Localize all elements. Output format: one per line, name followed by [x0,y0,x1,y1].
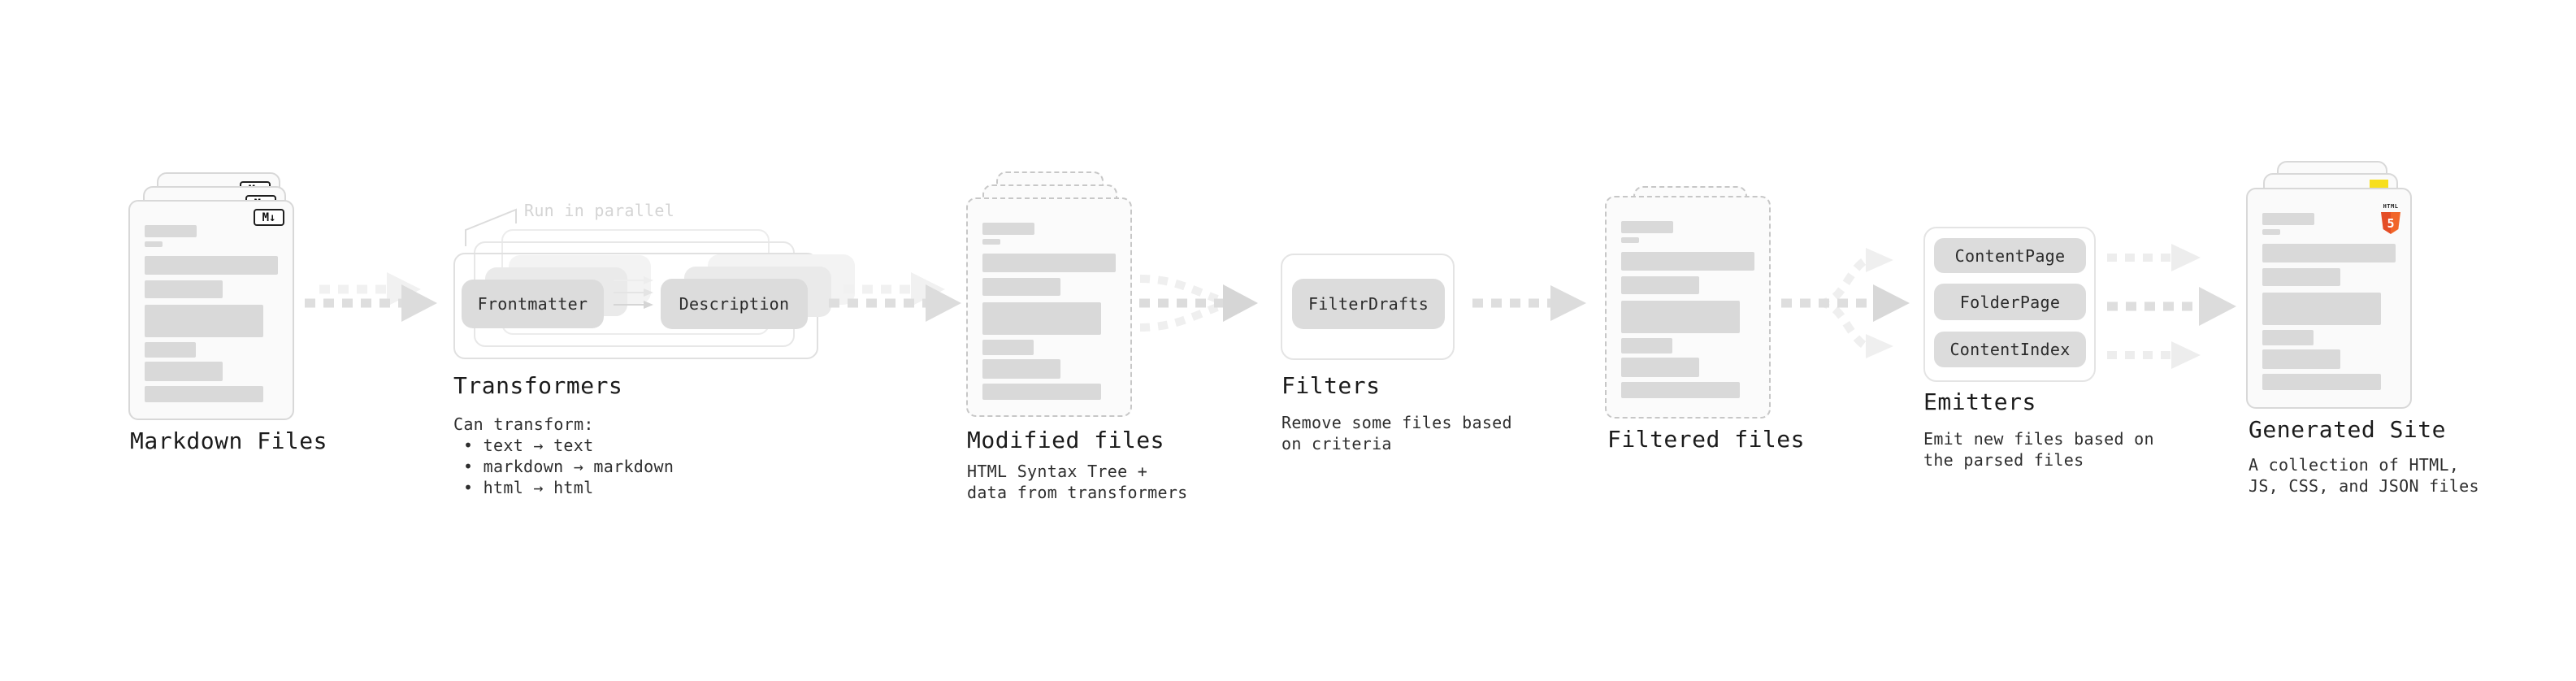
doc-text-line [2262,268,2340,286]
doc-text-line [982,384,1101,400]
arrow-markdown-to-transformers-icon [305,272,437,322]
doc-text-line [145,362,223,381]
filtered-files-label: Filtered files [1607,426,1806,453]
generated-site-stack: CSS HTML 5 [2246,161,2412,409]
modified-desc-line: HTML Syntax Tree + [967,462,1148,481]
parallel-arrow-icon [614,288,653,297]
transformers-bullet: • markdown → markdown [463,457,674,476]
markdown-icon: M↓ [254,209,284,226]
markdown-file-card-front: M↓ [128,200,294,420]
doc-text-line [1621,221,1673,233]
transformers-bullet: • html → html [463,478,594,497]
arrow-modified-to-filters-icon [1139,275,1258,332]
filters-desc-line: on criteria [1281,434,1392,453]
doc-text-line [1621,301,1740,333]
site-desc-line: A collection of HTML, [2249,455,2460,475]
transformers-bullet: • text → text [463,436,594,455]
doc-text-line [145,386,263,402]
doc-text-line [982,278,1060,296]
doc-text-line [145,305,263,337]
doc-text-line [1621,382,1740,398]
doc-text-line [2262,330,2314,345]
arrow-emitters-to-site-icon [2107,244,2236,369]
doc-text-line [145,280,223,298]
doc-text-line [145,225,197,237]
doc-text-line [145,256,278,275]
arrow-filters-to-filtered-icon [1472,285,1586,321]
arrow-filtered-to-emitters-icon [1781,248,1910,358]
frontmatter-pill: Frontmatter [462,280,604,328]
emitters-desc-line: Emit new files based on [1923,429,2154,449]
doc-text-line [1621,237,1639,243]
emitters-label: Emitters [1923,388,2036,415]
doc-text-line [1621,252,1754,271]
doc-text-line [145,241,163,247]
modified-files-description: HTML Syntax Tree + data from transformer… [967,461,1188,503]
markdown-files-label: Markdown Files [130,427,328,454]
contentpage-pill: ContentPage [1934,238,2086,273]
parallel-arrow-icon [614,276,653,284]
doc-text-line [2262,349,2340,369]
filters-description: Remove some files based on criteria [1281,412,1512,454]
doc-text-line [2262,229,2280,235]
doc-text-line [982,340,1034,355]
doc-text-line [982,239,1000,245]
site-html-file-card: HTML 5 [2246,188,2412,409]
filters-label: Filters [1281,372,1381,399]
filters-desc-line: Remove some files based [1281,413,1512,432]
filtered-file-stack [1605,186,1771,419]
doc-text-line [982,254,1116,272]
folderpage-pill: FolderPage [1934,284,2086,320]
parallel-arrow-icon [614,301,653,309]
doc-text-line [2262,293,2381,325]
transformers-description: Can transform: • text → text • markdown … [453,414,674,498]
doc-text-line [1621,276,1699,294]
doc-text-line [2262,374,2381,390]
contentindex-pill: ContentIndex [1934,332,2086,367]
html5-icon-shield: 5 [2381,212,2400,234]
doc-text-line [2262,244,2396,262]
emitters-desc-line: the parsed files [1923,450,2084,470]
modified-file-stack [966,171,1132,417]
description-pill: Description [661,279,808,329]
transformers-label: Transformers [453,372,623,399]
doc-text-line [1621,358,1699,377]
javascript-icon [2370,180,2388,189]
modified-files-label: Modified files [967,427,1165,453]
transformers-desc-title: Can transform: [453,414,594,434]
markdown-file-stack: M↓ M↓ M↓ [128,172,294,420]
modified-desc-line: data from transformers [967,483,1188,502]
arrow-transformers-to-modified-icon [829,272,961,322]
note-connector-line [465,208,517,246]
doc-text-line [145,342,196,358]
filtered-file-card-front [1605,196,1771,419]
doc-text-line [982,223,1034,235]
run-in-parallel-note: Run in parallel [524,201,675,220]
generated-site-label: Generated Site [2249,416,2447,443]
doc-text-line [2262,213,2314,225]
doc-text-line [982,359,1060,379]
site-desc-line: JS, CSS, and JSON files [2249,476,2479,496]
doc-text-line [1621,338,1672,354]
doc-text-line [982,302,1101,335]
generated-site-description: A collection of HTML, JS, CSS, and JSON … [2249,454,2479,497]
modified-file-card-front [966,197,1132,417]
html5-icon-word: HTML [2383,203,2399,210]
filterdrafts-pill: FilterDrafts [1292,279,1445,329]
emitters-description: Emit new files based on the parsed files [1923,428,2154,471]
html5-icon: HTML 5 [2380,196,2401,234]
